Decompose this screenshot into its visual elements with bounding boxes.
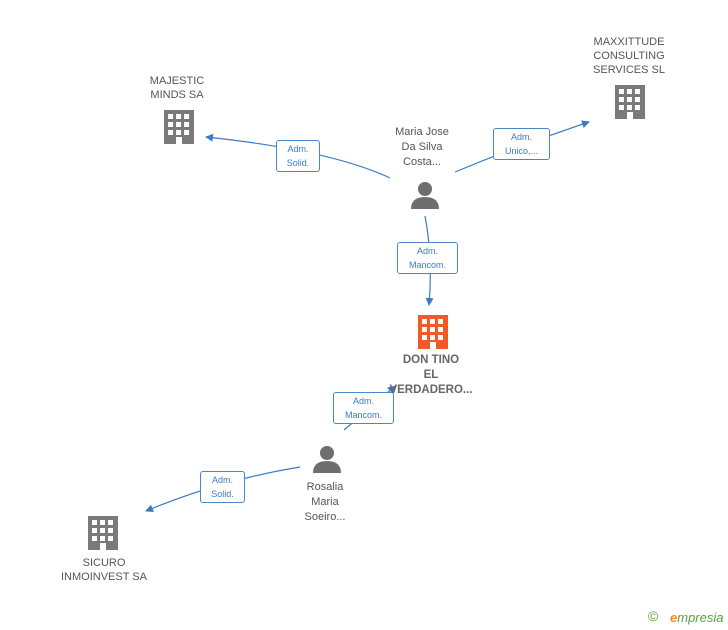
brand-logo: empresia bbox=[670, 610, 723, 625]
building-icon-main bbox=[418, 315, 448, 349]
building-icon bbox=[164, 110, 194, 144]
building-icon bbox=[88, 516, 118, 550]
edge-label-mariajose-maxxittude: Adm. Unico,... bbox=[493, 128, 550, 160]
brand-logo-rest: mpresia bbox=[677, 610, 724, 625]
edge-label-mariajose-majestic: Adm. Solid. bbox=[276, 140, 320, 172]
company-label-majestic[interactable]: MAJESTIC MINDS SA bbox=[149, 75, 205, 101]
edge-label-rosalia-sicuro: Adm. Solid. bbox=[200, 471, 245, 503]
building-icon bbox=[615, 85, 645, 119]
copyright-symbol: © bbox=[648, 608, 659, 624]
person-label-maria-jose[interactable]: Maria Jose Da Silva Costa... bbox=[395, 126, 449, 168]
company-label-sicuro[interactable]: SICURO INMOINVEST SA bbox=[61, 557, 147, 583]
company-label-maxxittude[interactable]: MAXXITTUDE CONSULTING SERVICES SL bbox=[593, 36, 665, 76]
edge-label-rosalia-dontino: Adm. Mancom. bbox=[333, 392, 394, 424]
brand-logo-e: e bbox=[670, 610, 678, 625]
person-label-rosalia[interactable]: Rosalia Maria Soeiro... bbox=[304, 481, 346, 523]
person-icon bbox=[411, 182, 439, 209]
edge-label-mariajose-dontino: Adm. Mancom. bbox=[397, 242, 458, 274]
company-label-don-tino[interactable]: DON TINO EL VERDADERO... bbox=[389, 354, 473, 396]
person-icon bbox=[313, 446, 341, 473]
